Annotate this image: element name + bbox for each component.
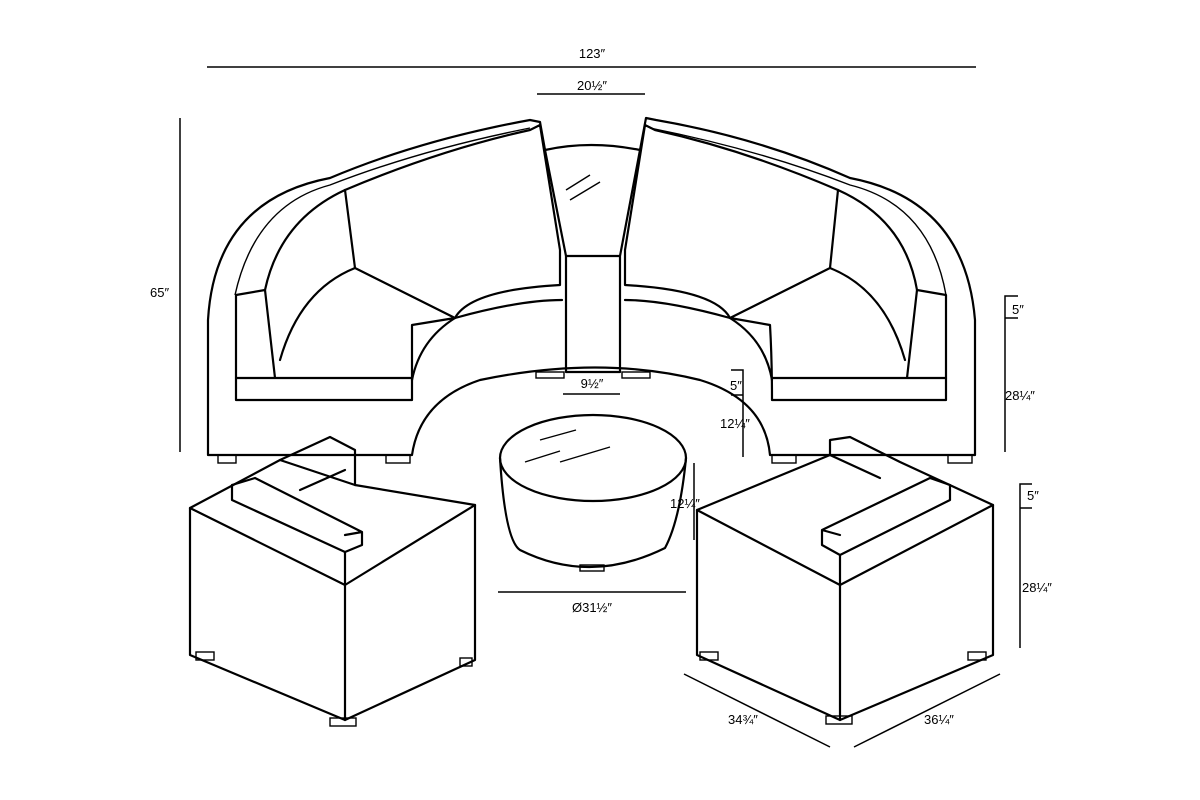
sofa-height-line xyxy=(1004,295,1018,452)
dimension-labels: 123″ 20½″ 65″ 5″ 28¼″ 9½″ 5″ 12¼″ 12¼″ Ø… xyxy=(150,46,1052,727)
chair-foot xyxy=(459,657,473,667)
sofa-foot xyxy=(947,454,973,464)
sofa-foot xyxy=(385,454,411,464)
club-chair-right xyxy=(695,435,995,725)
wedge-width-label: 20½″ xyxy=(577,78,607,93)
chair-foot xyxy=(195,651,215,661)
coffee-table-diameter-label: Ø31½″ xyxy=(572,600,612,615)
glass-glare-icon xyxy=(539,429,577,441)
sofa-foot xyxy=(771,454,797,464)
chair-arm-label: 5″ xyxy=(1027,488,1039,503)
glass-glare-icon xyxy=(524,450,561,463)
sofa-foot xyxy=(535,371,565,379)
sofa-foot xyxy=(621,371,651,379)
chair-foot xyxy=(329,717,357,727)
table-foot xyxy=(579,564,605,572)
sofa-arm-label: 5″ xyxy=(1012,302,1024,317)
club-chair-left xyxy=(188,435,477,727)
chair-foot xyxy=(825,715,853,725)
coffee-table-height-label: 12¼″ xyxy=(670,496,700,511)
chair-foot xyxy=(967,651,987,661)
chair-width-label: 36¼″ xyxy=(924,712,954,727)
wedge-height-line xyxy=(731,369,744,457)
glass-glare-icon xyxy=(565,174,591,191)
chair-width-line xyxy=(853,673,1001,748)
chair-depth-label: 34¾″ xyxy=(728,712,758,727)
round-coffee-table xyxy=(498,413,688,572)
sofa-foot xyxy=(217,454,237,464)
chair-depth-line xyxy=(683,673,831,748)
chair-foot xyxy=(699,651,719,661)
chair-seat-height-label: 28¼″ xyxy=(1022,580,1052,595)
overall-width-label: 123″ xyxy=(579,46,606,61)
table-top-offset-label: 5″ xyxy=(730,378,742,393)
overall-depth-label: 65″ xyxy=(150,285,169,300)
chair-height-line xyxy=(1019,483,1032,648)
glass-glare-icon xyxy=(559,446,611,463)
wedge-height-label: 12¼″ xyxy=(720,416,750,431)
dimension-lines xyxy=(179,66,1032,748)
wedge-front-label: 9½″ xyxy=(581,376,604,391)
curved-sectional xyxy=(206,116,977,464)
glass-glare-icon xyxy=(569,181,601,201)
sofa-seat-height-label: 28¼″ xyxy=(1005,388,1035,403)
